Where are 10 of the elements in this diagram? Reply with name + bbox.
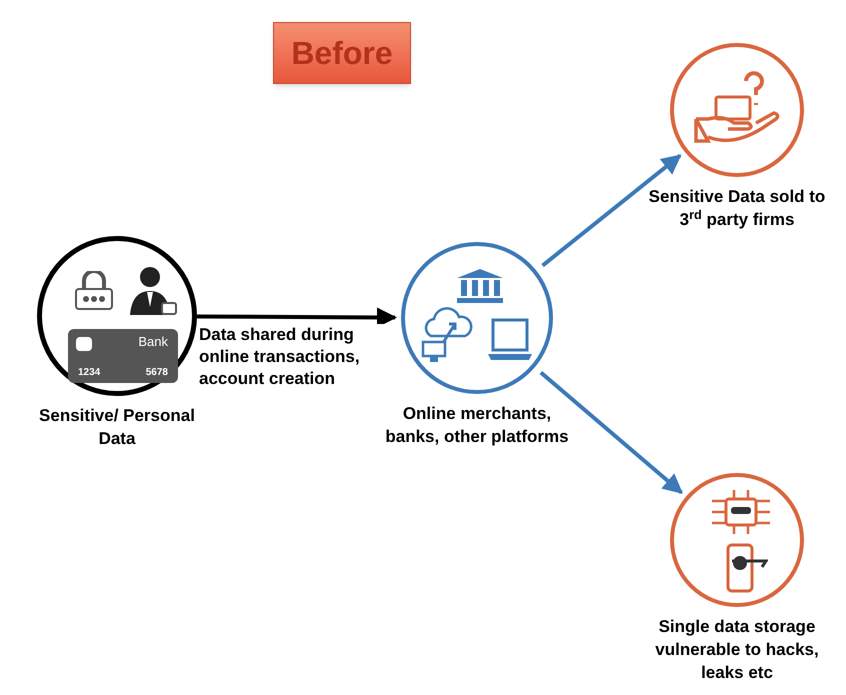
card-number: 1234	[78, 366, 100, 380]
node-caption: Sensitive Data sold to 3$^{rd}$ party firms	[648, 186, 826, 231]
title-banner: Before	[273, 22, 411, 84]
node-caption: Online merchants, banks, other platforms	[384, 403, 570, 448]
card-label: Bank	[138, 333, 168, 351]
arrow	[540, 371, 683, 494]
node-caption: Single data storage vulnerable to hacks, leaks etc	[654, 616, 820, 684]
node-caption: Sensitive/ Personal Data	[38, 405, 196, 450]
card-number: 5678	[146, 366, 168, 380]
arrow	[541, 154, 682, 268]
